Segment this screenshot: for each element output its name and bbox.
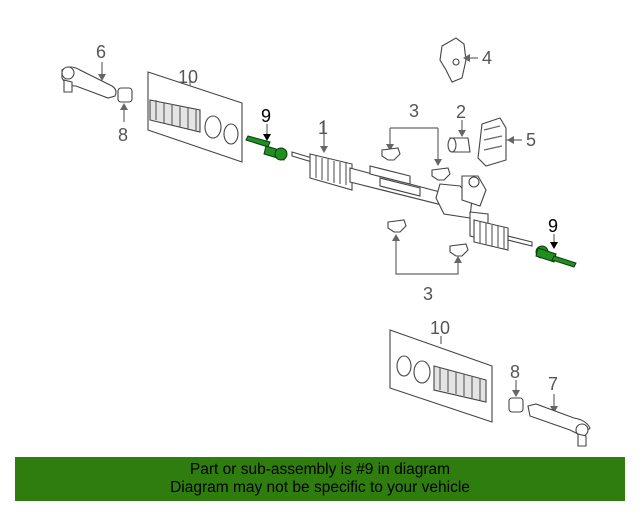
callout-10-bottom: 10: [430, 318, 450, 338]
callout-1: 1: [318, 118, 328, 138]
banner-line-1: Part or sub-assembly is #9 in diagram: [189, 461, 451, 478]
parts-diagram: 6 8 10 9: [61, 37, 591, 447]
part-2-plug[interactable]: [447, 120, 471, 153]
banner-line-2: Diagram may not be specific to your vehi…: [170, 479, 470, 496]
callout-8-right: 8: [510, 362, 520, 382]
callout-9-left: 9: [261, 106, 271, 126]
part-4-bracket[interactable]: [439, 37, 478, 83]
part-5-valve-housing[interactable]: [477, 117, 522, 167]
callout-5: 5: [526, 130, 536, 150]
part-3-mounts-bottom[interactable]: [387, 219, 469, 275]
info-banner: Part or sub-assembly is #9 in diagram Di…: [15, 457, 625, 501]
callout-9-right: 9: [548, 216, 558, 236]
callout-4: 4: [482, 48, 492, 68]
part-9-inner-tie-rod-left[interactable]: [245, 124, 288, 161]
callout-7: 7: [548, 374, 558, 394]
part-10-boot-kit-top[interactable]: [147, 71, 243, 163]
part-3-mounts-top[interactable]: [381, 127, 451, 181]
callout-3-bottom: 3: [423, 284, 433, 304]
callout-6: 6: [96, 42, 106, 62]
part-7-tie-rod-end-right[interactable]: [527, 394, 591, 447]
part-8-bushing-left[interactable]: [117, 87, 133, 122]
callout-10-top: 10: [178, 67, 198, 87]
part-8-bushing-right[interactable]: [508, 380, 524, 413]
part-9-inner-tie-rod-right[interactable]: [535, 234, 577, 268]
part-10-boot-kit-bottom[interactable]: [389, 329, 493, 423]
part-1-steering-rack[interactable]: [291, 120, 533, 251]
callout-3-top: 3: [409, 101, 419, 121]
callout-2: 2: [456, 102, 466, 122]
part-6-tie-rod-end-left[interactable]: [61, 62, 117, 99]
callout-8-left: 8: [118, 125, 128, 145]
